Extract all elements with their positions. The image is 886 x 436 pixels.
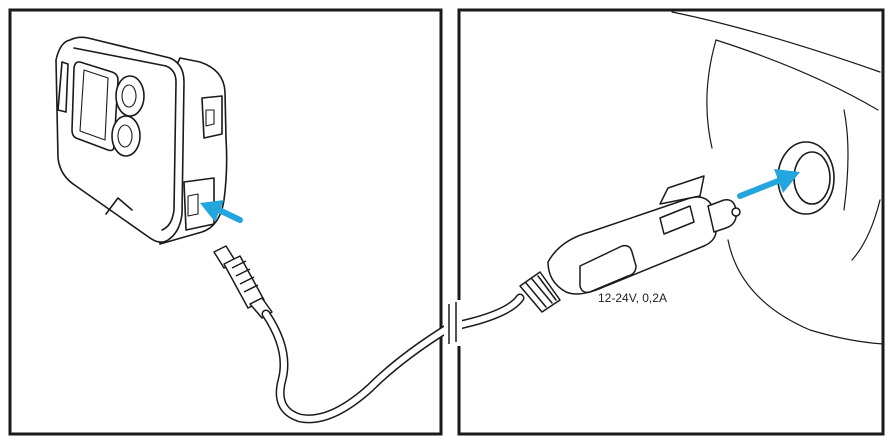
right-panel: 12-24V, 0,2A [459,10,884,434]
cable-break-icon [444,300,462,346]
left-panel [10,10,441,434]
plug-spec-label: 12-24V, 0,2A [598,291,667,305]
